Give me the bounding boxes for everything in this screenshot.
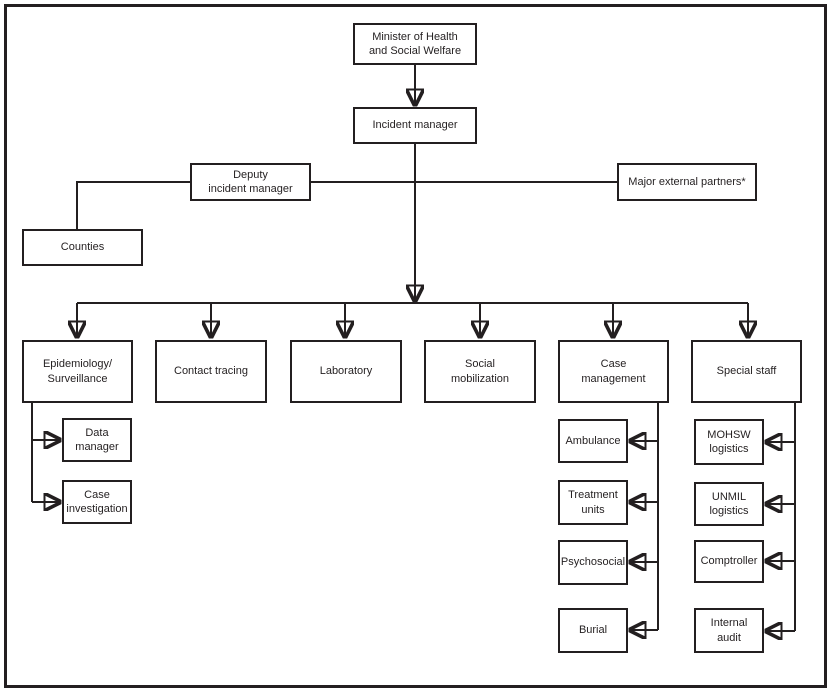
node-ambulance: Ambulance — [558, 419, 628, 463]
node-incident-manager: Incident manager — [353, 107, 477, 144]
node-burial: Burial — [558, 608, 628, 653]
node-deputy-incident-manager: Deputy incident manager — [190, 163, 311, 201]
node-special-staff: Special staff — [691, 340, 802, 403]
node-treatment-units: Treatment units — [558, 480, 628, 525]
node-social-mobilization: Social mobilization — [424, 340, 536, 403]
node-case-management: Case management — [558, 340, 669, 403]
figure-border — [4, 4, 827, 688]
node-major-external-partners: Major external partners* — [617, 163, 757, 201]
node-internal-audit: Internal audit — [694, 608, 764, 653]
node-unmil-logistics: UNMIL logistics — [694, 482, 764, 526]
node-case-investigation: Case investigation — [62, 480, 132, 524]
node-data-manager: Data manager — [62, 418, 132, 462]
node-mohsw-logistics: MOHSW logistics — [694, 419, 764, 465]
node-laboratory: Laboratory — [290, 340, 402, 403]
node-contact-tracing: Contact tracing — [155, 340, 267, 403]
node-psychosocial: Psychosocial — [558, 540, 628, 585]
node-minister-of-health: Minister of Health and Social Welfare — [353, 23, 477, 65]
node-counties: Counties — [22, 229, 143, 266]
node-comptroller: Comptroller — [694, 540, 764, 583]
node-epidemiology-surveillance: Epidemiology/ Surveillance — [22, 340, 133, 403]
